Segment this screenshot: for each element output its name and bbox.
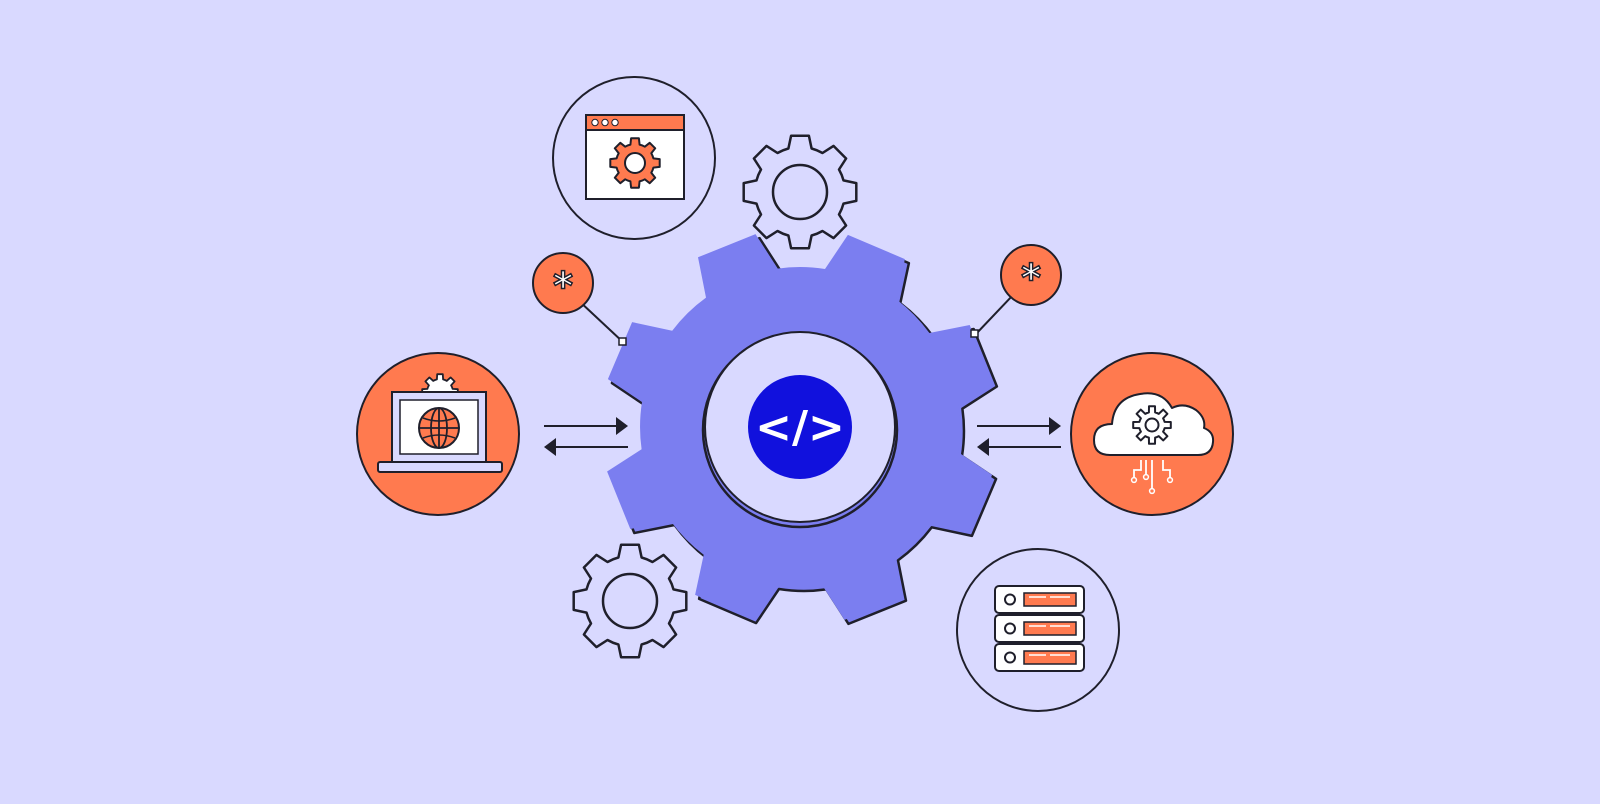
browser-dot	[611, 118, 619, 127]
server-light	[1004, 651, 1016, 664]
arrow-right-head	[1049, 417, 1061, 435]
code-badge	[748, 375, 852, 479]
arrow-left-head	[544, 438, 556, 456]
cloud-gear-icon	[1070, 352, 1234, 516]
server-light	[1004, 622, 1016, 635]
server-panel	[1023, 650, 1077, 665]
circuit-line	[1133, 460, 1142, 478]
circuit-node	[1130, 476, 1138, 484]
arrow-right-head	[616, 417, 628, 435]
marker-circle	[1000, 244, 1062, 306]
server-panel	[1023, 621, 1077, 636]
marker: *	[532, 252, 594, 314]
marker-circle	[532, 252, 594, 314]
circuit-node	[1142, 473, 1150, 481]
gear-outline-hole	[771, 163, 829, 221]
browser-titlebar	[585, 114, 685, 131]
asterisk-icon: *	[553, 264, 573, 308]
server-panel	[1023, 592, 1077, 607]
bidirectional-arrows-icon	[977, 417, 1061, 456]
browser-dot	[601, 118, 609, 127]
laptop-base	[377, 461, 503, 473]
main-gear: </>	[607, 234, 999, 626]
anchor-point	[618, 337, 627, 346]
marker: *	[1000, 244, 1062, 306]
cloud-gear-hole	[1144, 417, 1160, 433]
browser-window-gear-icon	[552, 76, 716, 240]
arrow-left-head	[977, 438, 989, 456]
browser-dot	[591, 118, 599, 127]
browser-gear-hole	[624, 152, 646, 174]
bidirectional-arrows-icon	[544, 417, 628, 456]
globe-latitude	[422, 434, 456, 439]
asterisk-icon: *	[1021, 256, 1041, 300]
gear-outline-icon	[742, 134, 858, 250]
circuit-line	[1162, 460, 1171, 478]
globe-latitude	[422, 417, 456, 422]
laptop-globe-icon	[356, 352, 520, 516]
circuit-node	[1166, 476, 1174, 484]
gear-outline-icon	[572, 543, 688, 659]
anchor-point	[970, 329, 979, 338]
server-light	[1004, 593, 1016, 606]
code-brackets-icon: </>	[755, 402, 845, 453]
circuit-node	[1148, 487, 1156, 495]
server-stack-icon	[956, 548, 1120, 712]
gear-outline-hole	[601, 572, 659, 630]
